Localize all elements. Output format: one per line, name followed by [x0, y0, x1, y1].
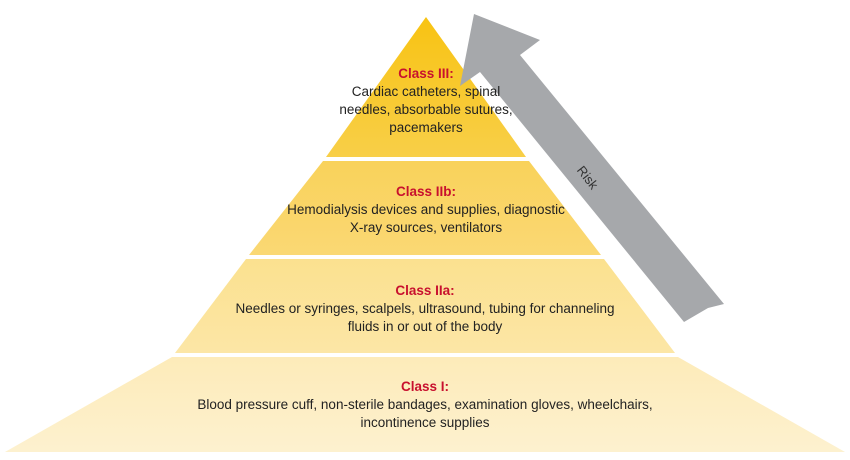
tier-class-iib-title: Class IIb: [395, 184, 457, 199]
tier-class-iii-description: Cardiac catheters, spinal needles, absor… [339, 84, 513, 135]
tier-class-iii [326, 17, 526, 157]
tier-class-iia [175, 259, 675, 353]
tier-class-i [5, 357, 845, 452]
tier-class-i-title: Class I: [400, 379, 450, 394]
tier-class-iii-title: Class III: [398, 66, 454, 81]
tier-class-iia-text: Class IIa: Needles or syringes, scalpels… [230, 282, 620, 336]
tier-class-iia-description: Needles or syringes, scalpels, ultrasoun… [235, 301, 615, 334]
tier-class-i-text: Class I: Blood pressure cuff, non-steril… [190, 378, 660, 432]
tier-class-iib-description: Hemodialysis devices and supplies, diagn… [287, 202, 565, 235]
tier-class-iib [249, 161, 601, 255]
tier-class-iib-text: Class IIb: Hemodialysis devices and supp… [286, 183, 566, 237]
risk-arrow [460, 14, 724, 322]
tier-class-i-description: Blood pressure cuff, non-sterile bandage… [197, 397, 653, 430]
tier-class-iia-title: Class IIa: [395, 283, 455, 298]
tier-class-iii-text: Class III: Cardiac catheters, spinal nee… [336, 65, 516, 137]
